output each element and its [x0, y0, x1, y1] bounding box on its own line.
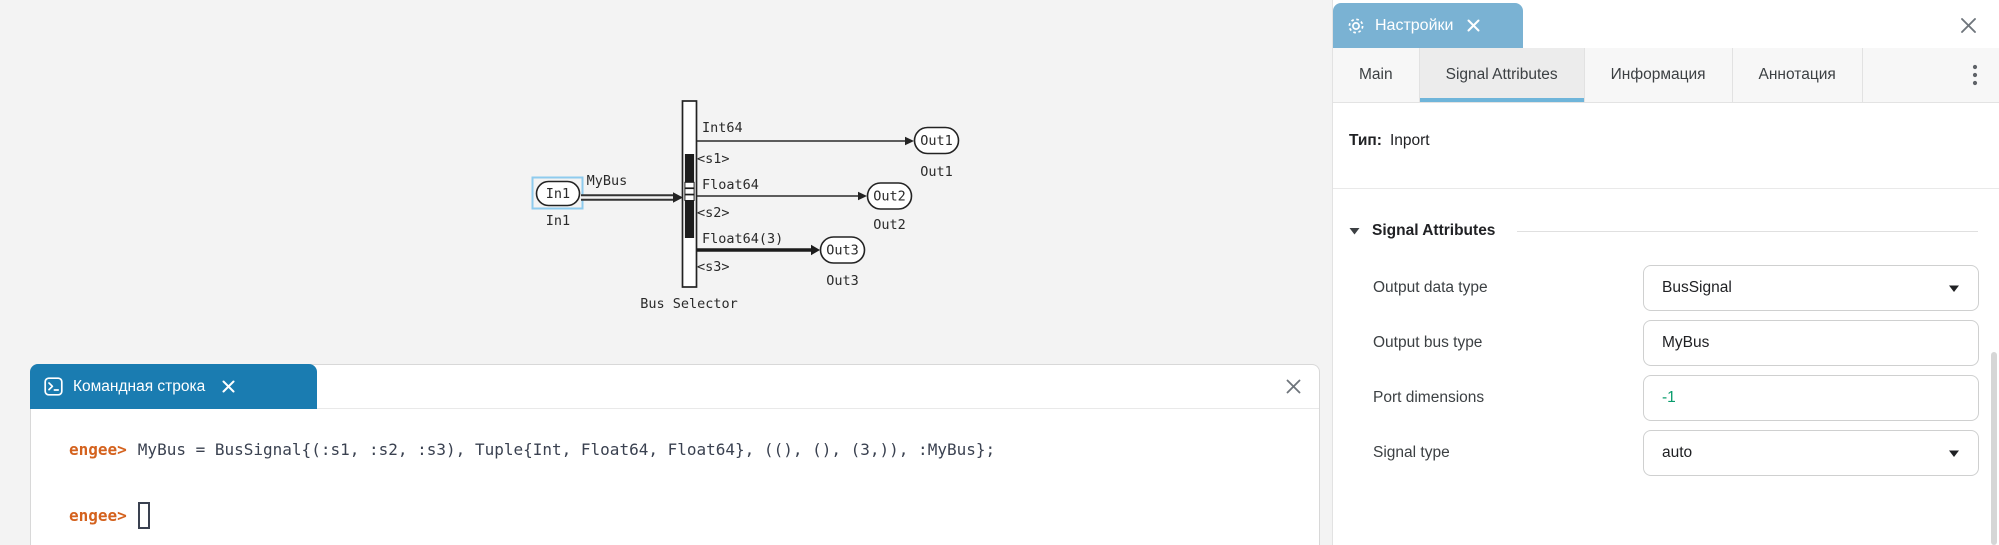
block-type-row: Тип: Inport [1349, 132, 1430, 150]
signal-1-type: Int64 [702, 120, 743, 136]
settings-panel: Настройки Main Signal Attributes Информа… [1332, 0, 1999, 545]
command-input-line[interactable]: engee> [69, 502, 150, 529]
signal-3-type: Float64(3) [702, 231, 783, 247]
block-type-label: Тип: [1349, 132, 1382, 149]
input-value: MyBus [1662, 334, 1710, 351]
settings-tab[interactable]: Настройки [1333, 3, 1523, 48]
bus-wire-arrow [673, 192, 683, 203]
bus-wire-label: MyBus [587, 173, 628, 189]
bus-selector-port1 [684, 181, 695, 189]
tab-signal-attributes[interactable]: Signal Attributes [1419, 48, 1585, 102]
chevron-down-icon [1948, 449, 1960, 458]
block-diagram: In1 In1 MyBus Bus Selector Int64 <s1> Ou… [531, 100, 960, 312]
outport-2-label: Out2 [873, 217, 906, 233]
more-tabs-kebab-icon[interactable] [1950, 48, 1999, 102]
command-line-tab-close-icon[interactable] [221, 379, 236, 394]
field-label: Port dimensions [1373, 389, 1485, 406]
command-history-line: engee> MyBus = BusSignal{(:s1, :s2, :s3),… [69, 440, 995, 459]
field-row-signal-type: Signal type auto [1373, 430, 1979, 476]
settings-panel-close-icon[interactable] [1958, 15, 1979, 36]
tab-information[interactable]: Информация [1585, 48, 1733, 102]
field-row-output-data-type: Output data type BusSignal [1373, 265, 1979, 311]
selection-outline [531, 176, 584, 210]
field-row-port-dimensions: Port dimensions -1 [1373, 375, 1979, 421]
command-line-header: Командная строка [30, 364, 1319, 409]
inport-block-label: In1 [546, 213, 570, 229]
field-label: Signal type [1373, 444, 1450, 461]
signal-3-selector: <s3> [697, 259, 730, 275]
signal-2-type: Float64 [702, 177, 759, 193]
tab-information-label: Информация [1610, 66, 1706, 83]
terminal-icon [44, 377, 63, 396]
settings-tab-title: Настройки [1375, 16, 1454, 34]
command-history-code: MyBus = BusSignal{(:s1, :s2, :s3), Tuple… [137, 440, 996, 459]
tab-annotation[interactable]: Аннотация [1733, 48, 1863, 102]
prompt-label: engee> [69, 506, 127, 525]
active-tab-indicator [1419, 98, 1584, 102]
outport-3-text: Out3 [826, 243, 859, 259]
outport-1-label: Out1 [920, 164, 953, 180]
signal-attributes-section-header[interactable]: Signal Attributes [1349, 222, 1978, 240]
prompt-label: engee> [69, 440, 127, 459]
dropdown-value: BusSignal [1662, 279, 1732, 296]
settings-tab-close-icon[interactable] [1466, 18, 1481, 33]
inport-block-text: In1 [546, 186, 570, 202]
input-value: -1 [1662, 389, 1676, 406]
signal-2-selector: <s2> [697, 205, 730, 221]
collapse-triangle-icon [1349, 228, 1360, 235]
command-line-tab-title: Командная строка [73, 377, 206, 395]
signal-type-dropdown[interactable]: auto [1643, 430, 1979, 476]
tab-main[interactable]: Main [1333, 48, 1420, 102]
outport-3-label: Out3 [826, 273, 859, 289]
inport-block[interactable] [535, 180, 581, 207]
outport-block-3[interactable] [819, 236, 866, 264]
bus-selector-port3 [684, 194, 695, 201]
dropdown-value: auto [1662, 444, 1693, 461]
tab-signal-attributes-label: Signal Attributes [1445, 66, 1558, 83]
text-cursor [137, 502, 150, 529]
bus-selector-label: Bus Selector [640, 296, 738, 312]
tab-annotation-label: Аннотация [1758, 66, 1836, 83]
signal-wire-1-arrow [905, 136, 914, 146]
bus-selector-port2 [684, 188, 695, 195]
outport-2-text: Out2 [873, 189, 906, 205]
section-title: Signal Attributes [1372, 222, 1496, 239]
outport-block-1[interactable] [913, 126, 960, 155]
output-data-type-dropdown[interactable]: BusSignal [1643, 265, 1979, 311]
signal-wire-2-arrow [858, 191, 867, 201]
settings-scrollbar[interactable] [1991, 352, 1997, 545]
divider [1333, 188, 1999, 189]
port-dimensions-input[interactable]: -1 [1643, 375, 1979, 421]
field-row-output-bus-type: Output bus type MyBus [1373, 320, 1979, 366]
gear-icon [1348, 18, 1364, 33]
field-label: Output data type [1373, 279, 1488, 296]
signal-wire-3-arrow [811, 244, 820, 256]
outport-block-2[interactable] [866, 182, 913, 210]
command-line-panel: Командная строка engee> MyBus = BusSignal… [30, 364, 1320, 545]
command-line-tab[interactable]: Командная строка [30, 364, 317, 409]
block-type-value: Inport [1389, 132, 1430, 149]
chevron-down-icon [1948, 284, 1960, 293]
command-line-panel-close-icon[interactable] [1284, 377, 1303, 396]
outport-1-text: Out1 [920, 133, 953, 149]
tab-main-label: Main [1359, 66, 1393, 83]
section-rule [1517, 230, 1978, 232]
settings-tab-bar: Main Signal Attributes Информация Аннота… [1333, 48, 1999, 103]
output-bus-type-input[interactable]: MyBus [1643, 320, 1979, 366]
signal-1-selector: <s1> [697, 151, 730, 167]
field-label: Output bus type [1373, 334, 1483, 351]
